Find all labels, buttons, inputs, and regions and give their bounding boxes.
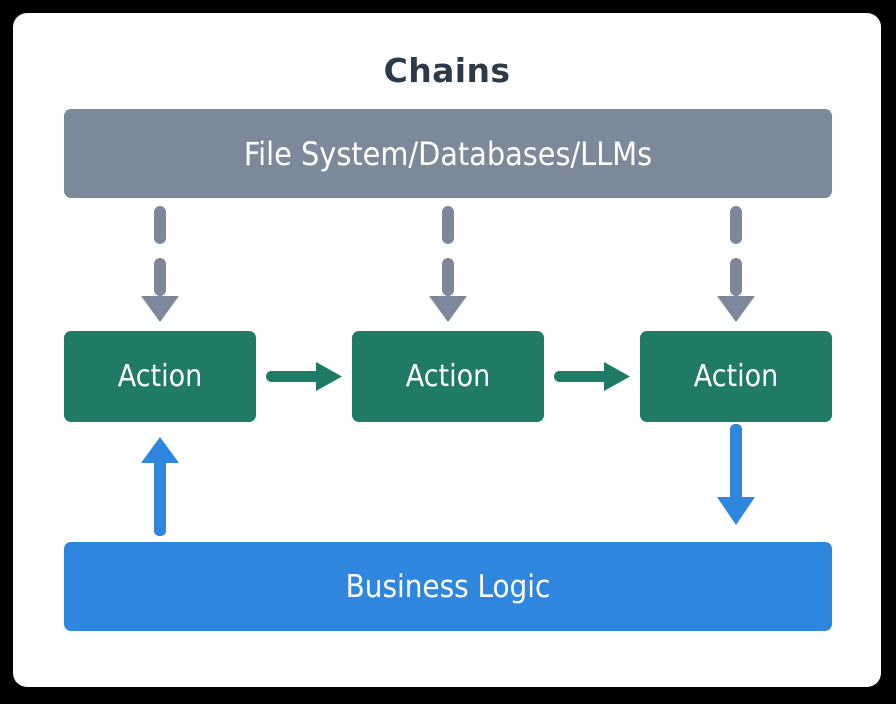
page-title: Chains bbox=[383, 51, 511, 90]
dashed-arrow-down-icon-2 bbox=[429, 206, 467, 322]
node-label: Action bbox=[117, 359, 203, 394]
node-business-logic[interactable]: Business Logic bbox=[64, 542, 832, 631]
dashed-arrow-down-icon-1 bbox=[141, 206, 179, 322]
node-action-2[interactable]: Action bbox=[352, 331, 544, 422]
node-action-1[interactable]: Action bbox=[64, 331, 256, 422]
diagram-card: Chains File System/Databases/LLMs Action… bbox=[13, 13, 881, 687]
solid-arrow-right-icon-2 bbox=[554, 362, 630, 391]
node-file-system-databases-llms[interactable]: File System/Databases/LLMs bbox=[64, 109, 832, 198]
node-label: Action bbox=[693, 359, 779, 394]
node-label: File System/Databases/LLMs bbox=[243, 134, 653, 173]
node-action-3[interactable]: Action bbox=[640, 331, 832, 422]
solid-arrow-right-icon-1 bbox=[266, 362, 342, 391]
node-label: Action bbox=[405, 359, 491, 394]
solid-arrow-up-icon bbox=[141, 437, 179, 536]
solid-arrow-down-icon bbox=[717, 424, 755, 525]
dashed-arrow-down-icon-3 bbox=[717, 206, 755, 322]
node-label: Business Logic bbox=[345, 568, 551, 605]
